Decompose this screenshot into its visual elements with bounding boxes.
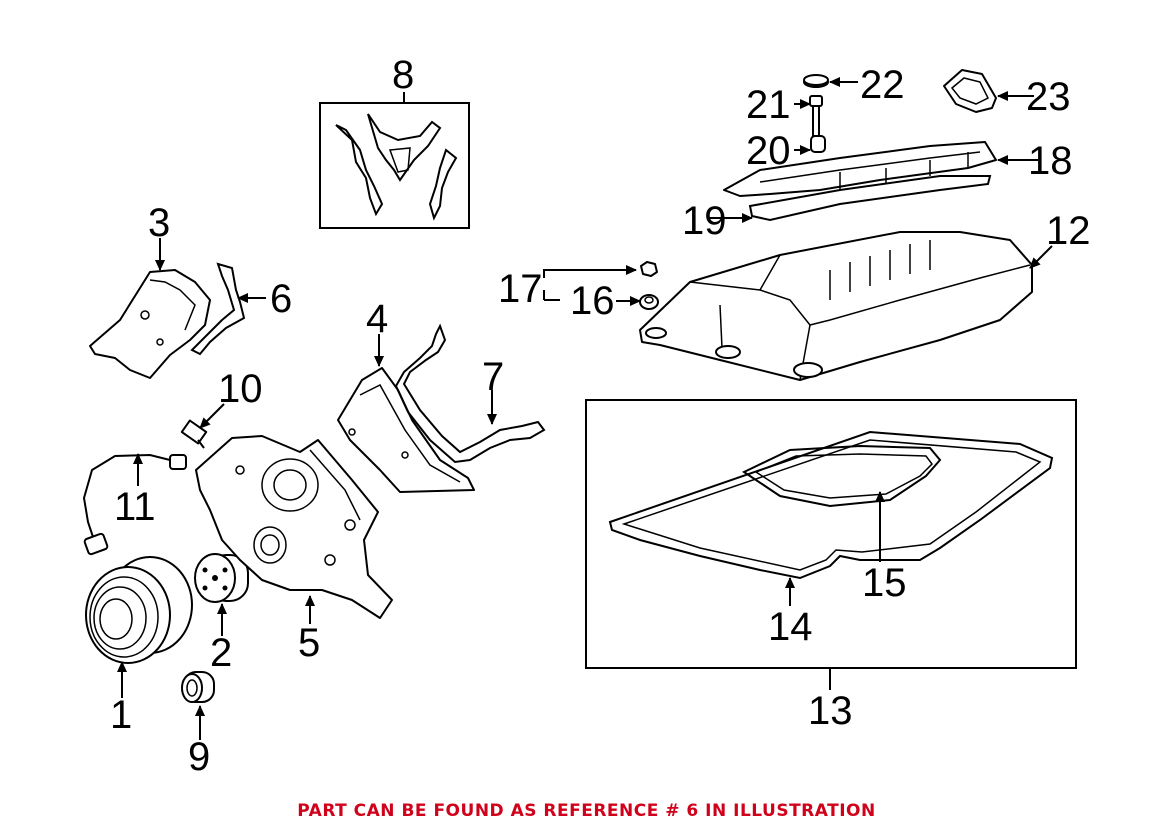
callout-3: 3 [148,201,170,245]
cover-gasket-part [394,323,546,464]
callout-1: 1 [110,693,132,737]
reference-note: PART CAN BE FOUND AS REFERENCE # 6 IN IL… [297,801,876,821]
front-seal-part [181,671,215,703]
callout-21: 21 [746,83,791,127]
callout-20: 20 [746,129,791,173]
callout-9: 9 [188,735,210,779]
cover-trim-part [723,141,997,197]
callout-17: 17 [498,267,543,311]
callout-11: 11 [114,485,156,529]
timing-cover-part [195,435,393,619]
cap-part [943,69,997,113]
washer-part [803,74,829,88]
callout-16: 16 [570,279,615,323]
gasket-set-box [319,102,470,229]
callout-8: 8 [392,53,414,97]
callout-6: 6 [270,277,292,321]
valve-cover-part [639,231,1033,381]
callout-19: 19 [682,199,727,243]
pulley-hub-part [194,553,249,603]
leader-lines [117,77,1053,740]
callout-2: 2 [210,631,232,675]
spacer-part [810,135,826,153]
trim-gasket-part [748,175,992,222]
callout-4: 4 [366,297,388,341]
callout-13: 13 [808,689,853,733]
grommet-part [639,294,659,310]
sensor-part [180,419,208,449]
callout-18: 18 [1028,139,1073,183]
callout-5: 5 [298,621,320,665]
crankshaft-pulley-part [85,556,193,664]
nut-part [640,261,658,277]
callout-15: 15 [862,561,907,605]
callout-22: 22 [860,63,905,107]
side-cover-part [89,269,211,379]
callout-10: 10 [218,367,263,411]
gasket-kit-box [585,399,1077,669]
callout-23: 23 [1026,75,1071,119]
callout-7: 7 [482,355,504,399]
sensor-wire-part [82,453,187,556]
callout-numbers: 1 2 4 5 6 7 8 9 10 11 12 13 14 15 16 17 … [110,53,1091,779]
callout-12: 12 [1046,209,1091,253]
callout-14: 14 [768,605,813,649]
bolt-part [809,95,823,137]
